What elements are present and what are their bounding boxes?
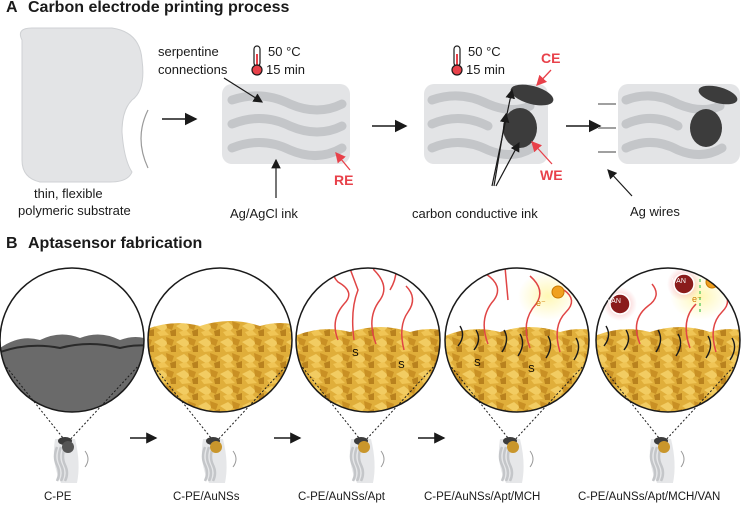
stage-electrode-2 <box>151 363 289 483</box>
counter-electrode-3 <box>698 85 738 105</box>
serpentine-trace-2b <box>427 114 493 131</box>
serpentine-trace-1a <box>227 91 347 115</box>
thermometer-icon-2 <box>451 45 463 76</box>
serpentine-trace-3b <box>621 114 683 131</box>
stage-electrode-5 <box>599 363 737 483</box>
svg-text:S: S <box>528 364 535 375</box>
working-electrode <box>503 108 537 148</box>
aptamer-strand-8 <box>685 303 697 349</box>
aptamer-strand-1 <box>332 268 359 341</box>
van-molecule-1 <box>609 293 631 315</box>
pointer-we <box>531 141 553 165</box>
serpentine-trace-1c <box>227 138 347 160</box>
carbon-ink-label: carbon conductive ink <box>412 206 538 221</box>
aptamer-strand-5 <box>525 275 541 349</box>
stage-label-4: C-PE/AuNSs/Apt/MCH <box>424 491 541 503</box>
section-a-letter: A <box>6 0 18 16</box>
serpentine-label-line2: connections <box>158 62 228 77</box>
electron-symbol: e⁻ <box>536 298 546 308</box>
bend-arrow <box>140 109 149 169</box>
zoom-circle-apt: S S <box>295 267 441 413</box>
temp1-value: 50 °C <box>268 44 301 59</box>
re-label: RE <box>334 172 354 188</box>
aptamer-strand-7 <box>635 283 657 345</box>
stage-electrode-3 <box>299 363 437 483</box>
van-label-2: VAN <box>672 278 686 285</box>
serpentine-trace-1b <box>227 114 347 137</box>
aptamer-strand-4 <box>483 268 509 345</box>
substrate-label-line2: polymeric substrate <box>18 203 131 218</box>
pointer-ce <box>536 69 552 86</box>
pointer-agwires <box>607 169 633 197</box>
serpentine-trace-3c <box>621 138 727 159</box>
zoom-circle-auns <box>147 267 293 413</box>
ag-wires-label: Ag wires <box>630 204 680 219</box>
temp1-time: 15 min <box>266 62 306 77</box>
serpentine-trace-3a <box>621 91 725 114</box>
aptamer-strand-3 <box>401 285 414 351</box>
pointer-serpentine <box>223 77 264 103</box>
serpentine-trace-2c <box>427 138 537 159</box>
aptamer-strand-6 <box>556 289 573 353</box>
counter-electrode <box>510 84 554 106</box>
zoom-circle-mch: e⁻ S S <box>444 267 590 413</box>
section-b-letter: B <box>6 235 18 252</box>
svg-text:S: S <box>352 348 359 359</box>
substrate-label-line1: thin, flexible <box>34 186 103 201</box>
zoom-circle-van: e⁻ <box>595 267 741 413</box>
svg-text:S: S <box>474 358 481 369</box>
stage-row <box>3 363 737 483</box>
mch-chains <box>457 325 580 361</box>
stage-electrode-4 <box>448 363 586 483</box>
mch-chains-2 <box>603 325 736 361</box>
zoom-circle-cpe <box>0 267 145 413</box>
svg-text:S: S <box>398 360 405 371</box>
working-electrode-3 <box>690 109 722 147</box>
aptamer-strand-2 <box>371 268 397 345</box>
stage-label-5: C-PE/AuNSs/Apt/MCH/VAN <box>578 491 721 503</box>
stage-label-3: C-PE/AuNSs/Apt <box>298 491 385 503</box>
pointer-carbon-2 <box>493 112 510 187</box>
serpentine-label-line1: serpentine <box>158 44 219 59</box>
electron-symbol-2: e⁻ <box>692 294 702 304</box>
van-label-1: VAN <box>607 298 621 305</box>
van-molecule-2 <box>673 273 695 295</box>
ce-label: CE <box>541 50 561 66</box>
pointer-re <box>335 151 351 171</box>
pointer-carbon-3 <box>495 141 520 187</box>
thermometer-icon-1 <box>251 45 263 76</box>
substrate-sheet <box>19 27 144 183</box>
stage-label-2: C-PE/AuNSs <box>173 491 240 503</box>
stage-label-1: C-PE <box>44 491 72 503</box>
agcl-ink-label: Ag/AgCl ink <box>230 206 298 221</box>
section-a-title: Carbon electrode printing process <box>28 0 290 16</box>
we-label: WE <box>540 167 563 183</box>
stage-electrode-1 <box>3 363 141 483</box>
redox-probe <box>551 285 565 299</box>
temp2-value: 50 °C <box>468 44 501 59</box>
section-b-title: Aptasensor fabrication <box>28 235 203 252</box>
temp2-time: 15 min <box>466 62 506 77</box>
